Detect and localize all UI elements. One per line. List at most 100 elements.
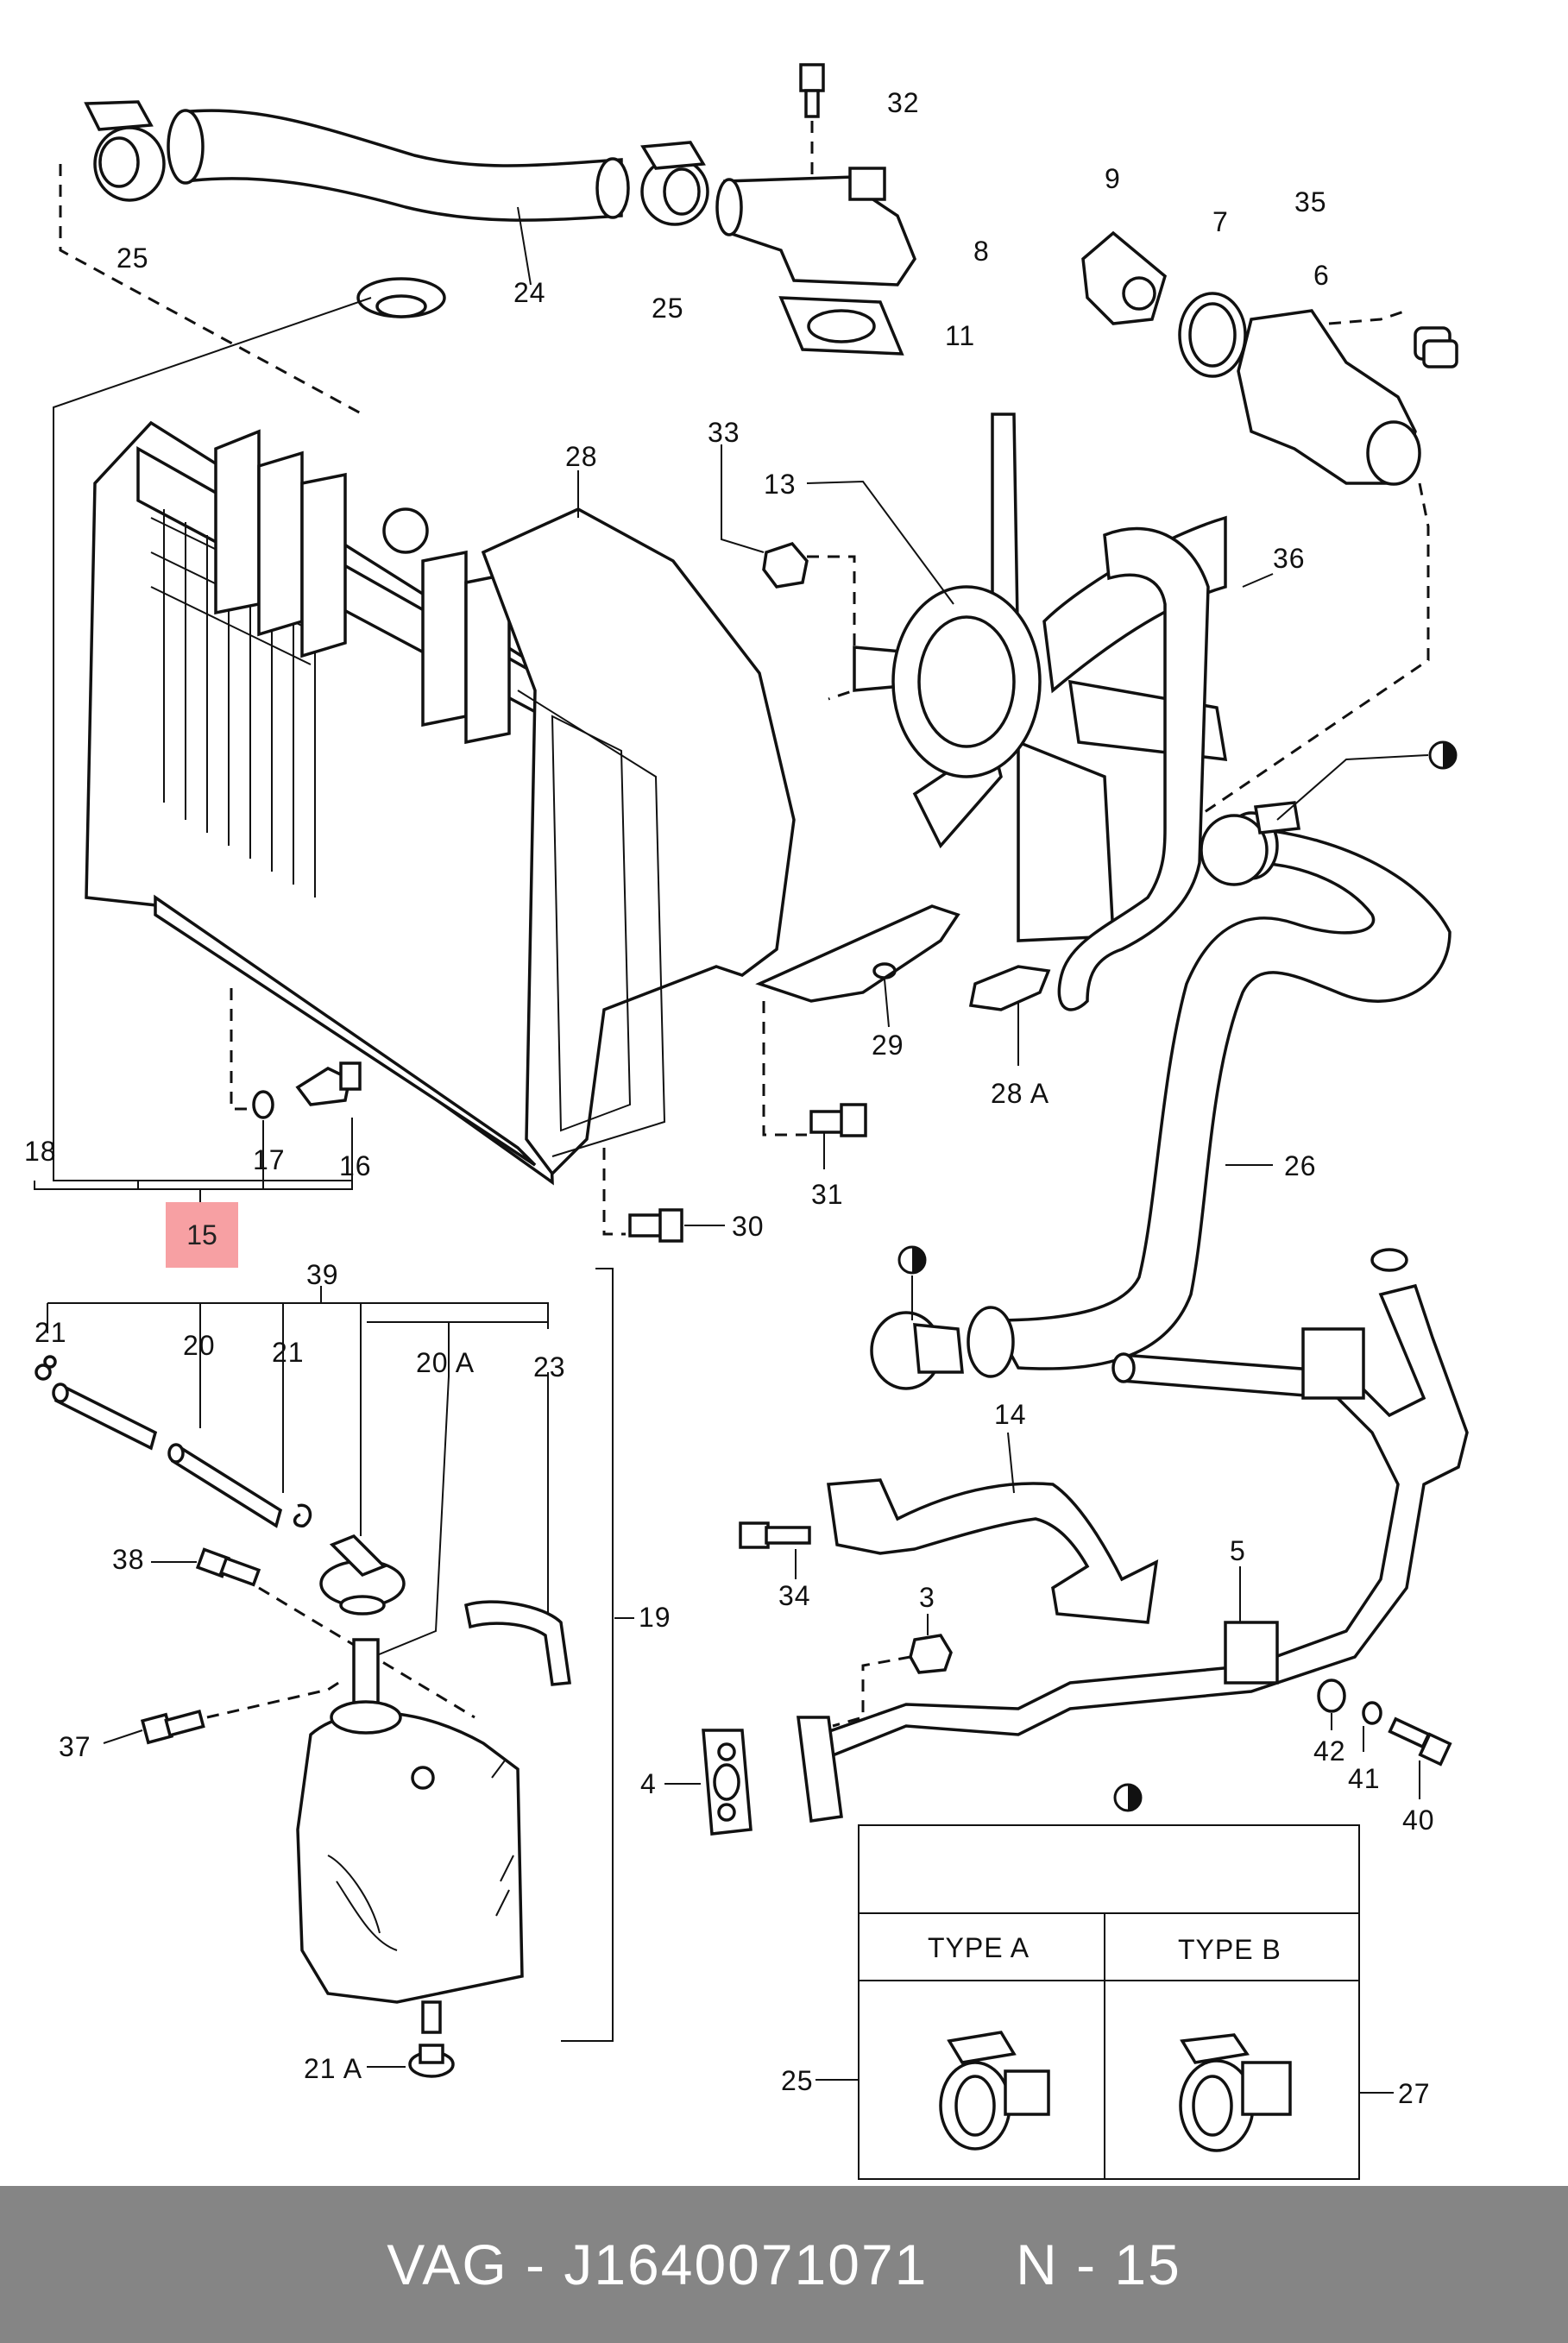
type-table: [858, 1824, 1360, 2180]
dash-33: [807, 555, 856, 701]
callout-13: 13: [764, 469, 797, 500]
callout-41: 41: [1348, 1763, 1381, 1794]
part-info-footer: VAG - J1640071071 N - 15: [0, 2186, 1568, 2343]
callout-38: 38: [112, 1544, 145, 1575]
callout-28: 28: [565, 441, 598, 472]
radiator-cap: [356, 277, 446, 318]
gasket-11: [778, 296, 904, 356]
callout-42: 42: [1313, 1735, 1346, 1767]
pipe-bracket-14: [827, 1478, 1159, 1624]
shroud-bracket-29: [755, 904, 960, 1003]
hose-clamp-25-center: [640, 141, 709, 226]
callout-25-table: 25: [781, 2065, 814, 2096]
callout-3: 3: [919, 1582, 935, 1613]
callout-20: 20: [183, 1330, 216, 1361]
bolt-30: [628, 1208, 683, 1243]
seal-ring-17: [252, 1090, 274, 1119]
half-circle-symbol-upper: [1428, 740, 1458, 770]
callout-29: 29: [872, 1030, 904, 1061]
nut-42: [1317, 1679, 1346, 1713]
callout-24: 24: [513, 277, 546, 308]
type-b-label: TYPE B: [1178, 1934, 1281, 1965]
bracket-19: [561, 1268, 614, 2042]
gasket-4: [702, 1729, 753, 1836]
callout-28a: 28 A: [991, 1078, 1049, 1109]
leader-36: [1242, 573, 1274, 588]
leader-37: [103, 1729, 143, 1744]
thermostat-housing-6: [1237, 309, 1421, 486]
callout-32: 32: [887, 87, 920, 118]
coolant-hose-24: [167, 109, 630, 222]
dash-6-down: [1199, 482, 1430, 817]
radiator-filler-neck: [382, 507, 429, 554]
hose-20: [167, 1443, 283, 1528]
leader-13: [806, 480, 954, 605]
callout-7: 7: [1212, 206, 1229, 237]
callout-37: 37: [59, 1731, 91, 1762]
hose-20-short: [52, 1382, 158, 1451]
callout-34: 34: [778, 1580, 811, 1611]
expansion-tank: [296, 1638, 524, 2004]
hose-clamp-26-lower: [870, 1311, 964, 1390]
bolt-34: [739, 1521, 811, 1549]
cooling-fan-13: [853, 413, 1228, 942]
bolt-32: [799, 63, 825, 118]
highlighted-part-label: 15: [186, 1219, 217, 1250]
nut-3: [909, 1634, 953, 1674]
bolt-37: [140, 1709, 205, 1745]
overflow-hose-23: [463, 1600, 571, 1686]
callout-40: 40: [1402, 1804, 1435, 1836]
bracket-39: [47, 1286, 549, 1536]
callout-8: 8: [973, 236, 990, 267]
water-pipe-5: [797, 1248, 1469, 1823]
leader-symbol-upper: [1276, 754, 1429, 821]
callout-23: 23: [533, 1351, 566, 1382]
fan-shroud-28: [481, 507, 796, 1176]
water-outlet-8: [715, 167, 916, 287]
drain-plug-16: [295, 1061, 362, 1106]
dash-31: [762, 1001, 807, 1137]
leader-33: [721, 444, 765, 553]
callout-30: 30: [732, 1211, 765, 1242]
washer-41: [1362, 1701, 1382, 1725]
dash-37: [206, 1677, 346, 1719]
hose-clamp-25-left: [84, 100, 166, 202]
callout-35: 35: [1294, 186, 1327, 217]
dash-17: [230, 988, 250, 1111]
tank-plug-21a: [408, 2000, 455, 2078]
nut-33: [762, 541, 809, 589]
hose-clip-21: [293, 1503, 312, 1527]
callout-21-mid: 21: [272, 1337, 305, 1368]
dash-30: [602, 1148, 626, 1236]
callout-25-center: 25: [652, 293, 684, 324]
dash-left-group: [59, 164, 363, 416]
callout-17: 17: [253, 1144, 286, 1175]
callout-9: 9: [1105, 163, 1121, 194]
bracket-15: [34, 1118, 353, 1202]
cap-35: [1414, 326, 1458, 368]
callout-25-left: 25: [116, 242, 149, 274]
half-circle-symbol-lower: [897, 1245, 927, 1275]
bolt-31: [809, 1103, 867, 1137]
callout-18: 18: [24, 1136, 57, 1167]
type-a-label: TYPE A: [928, 1932, 1030, 1963]
bolt-40: [1388, 1716, 1452, 1767]
callout-16: 16: [339, 1150, 372, 1181]
leader-24: [517, 206, 532, 286]
callout-39: 39: [306, 1259, 339, 1290]
callout-6: 6: [1313, 260, 1330, 291]
leader-29: [884, 979, 890, 1028]
leader-20a: [362, 1376, 450, 1662]
callout-36: 36: [1273, 543, 1306, 574]
coolant-hose-36: [1057, 526, 1210, 1011]
callout-27-table: 27: [1398, 2078, 1431, 2109]
dash-3: [832, 1655, 911, 1728]
part-number-caption: VAG - J1640071071 N - 15: [387, 2233, 1181, 2296]
half-circle-symbol-table: [1113, 1783, 1143, 1812]
reservoir-cap-39: [319, 1534, 406, 1616]
callout-21-left: 21: [35, 1317, 67, 1348]
temperature-sender-9: [1081, 230, 1168, 325]
leader-14: [1007, 1432, 1015, 1494]
callout-31: 31: [811, 1179, 844, 1210]
callout-11: 11: [945, 320, 975, 351]
